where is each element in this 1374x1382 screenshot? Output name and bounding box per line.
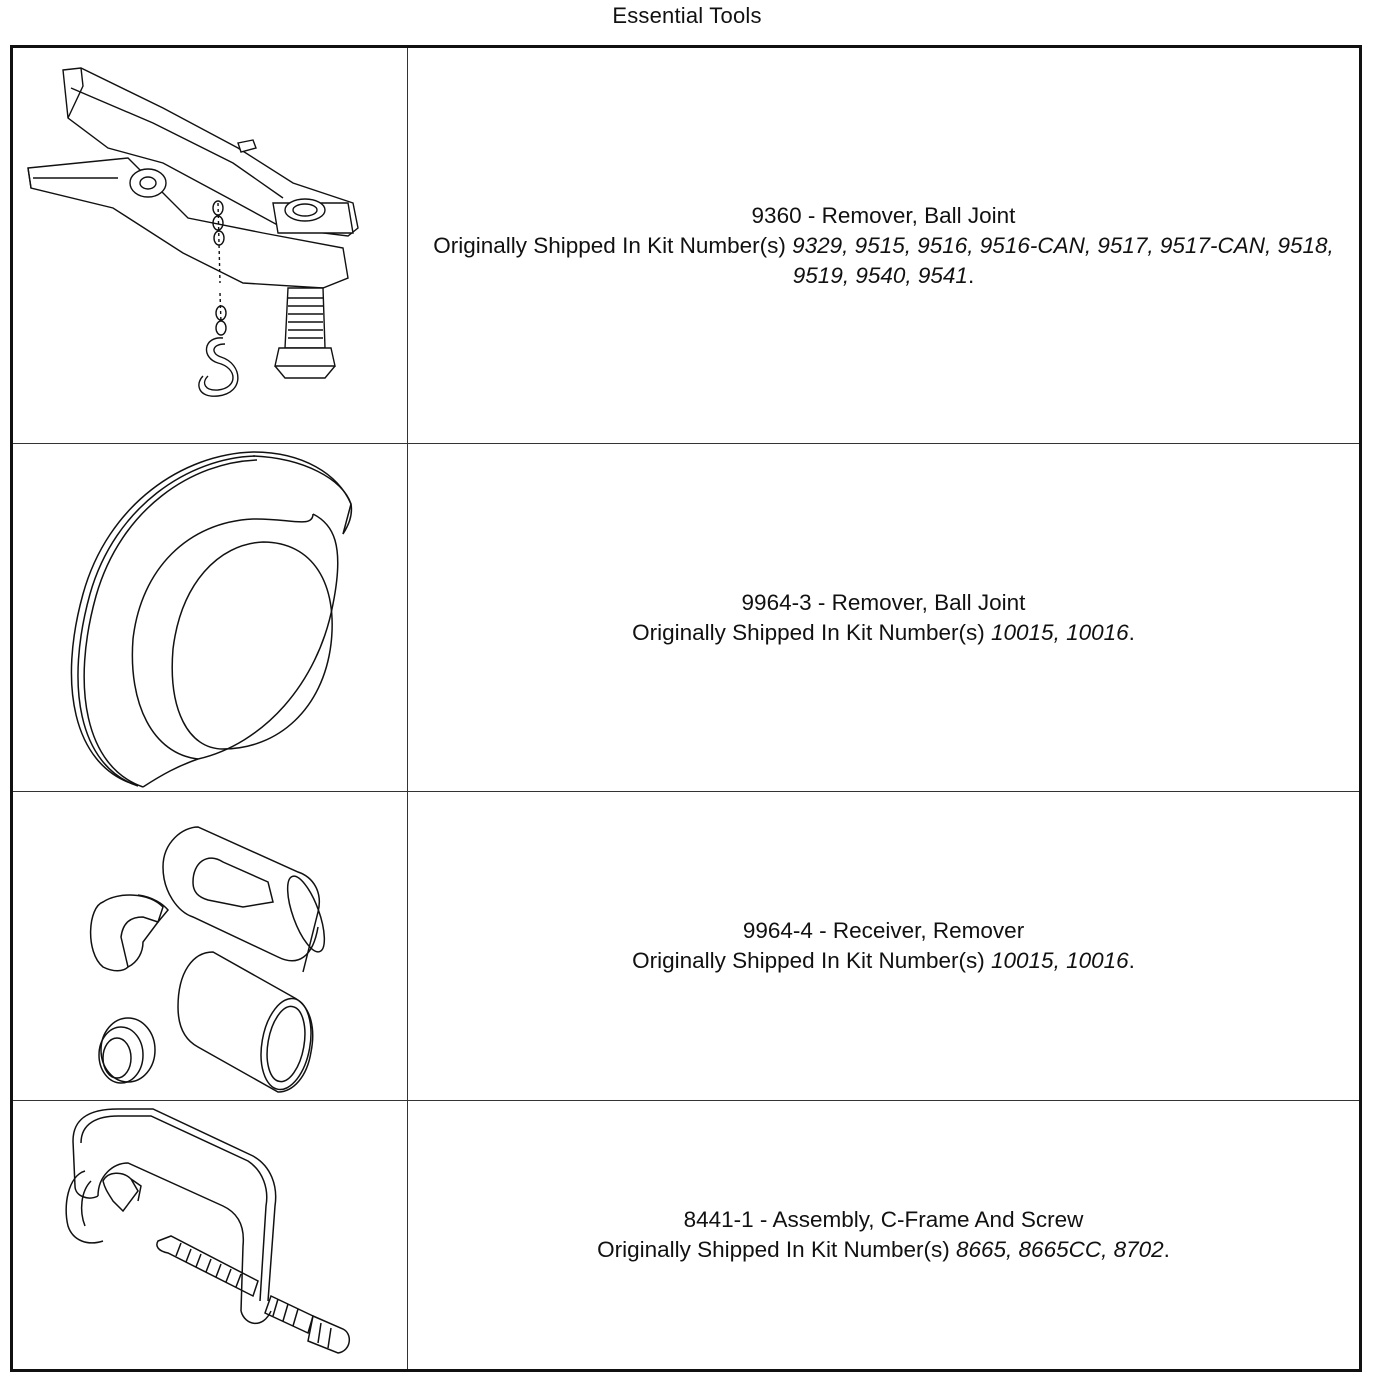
kit-line: Originally Shipped In Kit Number(s) 8665… xyxy=(597,1235,1170,1265)
tools-table: 9360 - Remover, Ball Joint Originally Sh… xyxy=(10,45,1362,1372)
tool-name: 9360 - Remover, Ball Joint xyxy=(751,202,1016,228)
kit-prefix: Originally Shipped In Kit Number(s) xyxy=(632,948,985,973)
tool-image-9964-4 xyxy=(13,792,408,1100)
tool-description-9964-4: 9964-4 - Receiver, Remover Originally Sh… xyxy=(408,792,1359,1100)
tool-image-9360 xyxy=(13,48,408,443)
kit-numbers: 8665, 8665CC, 8702 xyxy=(955,1237,1164,1262)
kit-prefix: Originally Shipped In Kit Number(s) xyxy=(433,232,786,258)
table-row: 8441-1 - Assembly, C-Frame And Screw Ori… xyxy=(13,1101,1359,1369)
kit-numbers: 9329, 9515, 9516, 9516-CAN, 9517, 9517-C… xyxy=(792,232,1334,288)
tool-name: 9964-3 - Remover, Ball Joint xyxy=(741,589,1026,615)
page-title: Essential Tools xyxy=(612,3,762,28)
kit-prefix: Originally Shipped In Kit Number(s) xyxy=(597,1237,950,1262)
kit-prefix: Originally Shipped In Kit Number(s) xyxy=(632,619,985,645)
kit-terminator: . xyxy=(1128,948,1135,973)
tool-name: 9964-4 - Receiver, Remover xyxy=(742,918,1025,943)
kit-numbers: 10015, 10016 xyxy=(991,619,1129,645)
kit-line: Originally Shipped In Kit Number(s) 9329… xyxy=(418,231,1349,291)
cup-remover-illustration xyxy=(13,444,408,791)
receiver-set-illustration xyxy=(13,792,408,1100)
ball-joint-remover-illustration xyxy=(13,48,408,443)
tool-image-8441-1 xyxy=(13,1101,408,1369)
table-row: 9964-4 - Receiver, Remover Originally Sh… xyxy=(13,792,1359,1101)
tool-name: 8441-1 - Assembly, C-Frame And Screw xyxy=(683,1207,1084,1232)
table-row: 9360 - Remover, Ball Joint Originally Sh… xyxy=(13,48,1359,444)
table-row: 9964-3 - Remover, Ball Joint Originally … xyxy=(13,444,1359,792)
kit-line: Originally Shipped In Kit Number(s) 1001… xyxy=(632,946,1135,976)
tool-description-8441-1: 8441-1 - Assembly, C-Frame And Screw Ori… xyxy=(408,1101,1359,1369)
kit-terminator: . xyxy=(967,262,975,288)
tool-description-9360: 9360 - Remover, Ball Joint Originally Sh… xyxy=(408,48,1359,443)
kit-terminator: . xyxy=(1128,619,1135,645)
c-frame-screw-illustration xyxy=(13,1101,408,1369)
kit-terminator: . xyxy=(1163,1237,1170,1262)
kit-numbers: 10015, 10016 xyxy=(991,948,1129,973)
tool-image-9964-3 xyxy=(13,444,408,791)
kit-line: Originally Shipped In Kit Number(s) 1001… xyxy=(632,618,1135,648)
tool-description-9964-3: 9964-3 - Remover, Ball Joint Originally … xyxy=(408,444,1359,791)
